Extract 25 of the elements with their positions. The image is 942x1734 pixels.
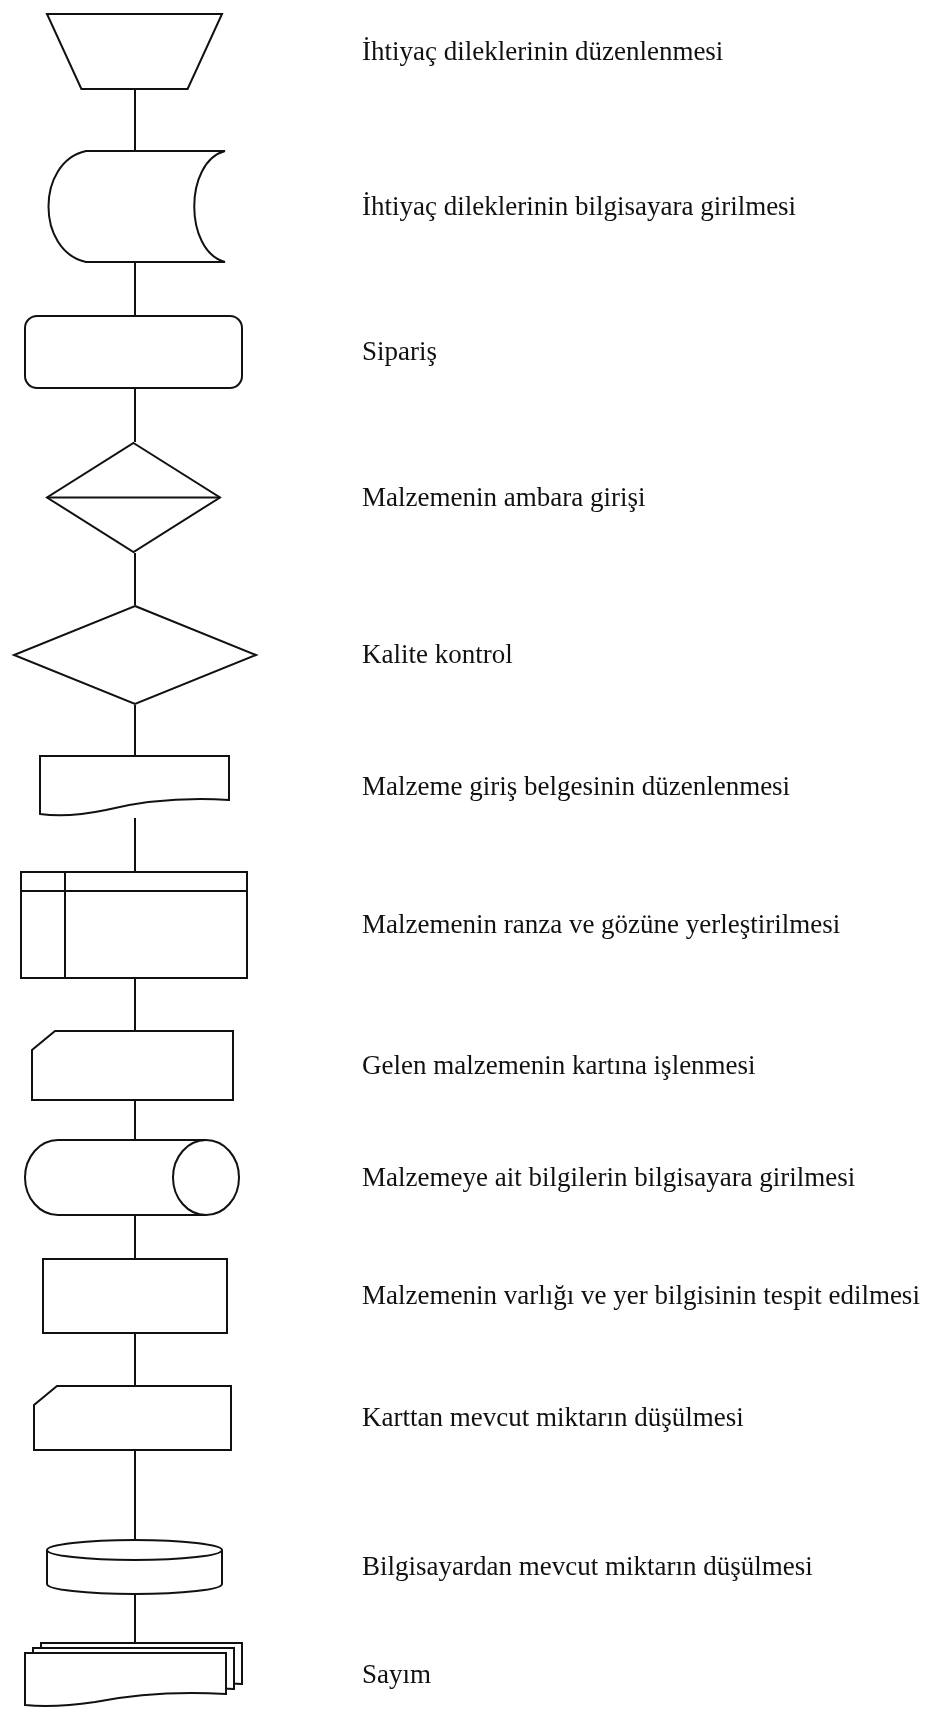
step-description: Karttan mevcut miktarın düşülmesi	[362, 1401, 745, 1435]
step-description: İhtiyaç dileklerinin bilgisayara girilmesi	[362, 189, 798, 223]
step-description: Malzeme giriş belgesinin düzenlenmesi	[362, 769, 792, 803]
connector-line	[134, 552, 136, 606]
step-description: Malzemeye ait bilgilerin bilgisayara girilmesi	[362, 1160, 857, 1194]
connector-line	[134, 89, 136, 151]
connector-line	[134, 1450, 136, 1540]
connector-line	[134, 1594, 136, 1643]
connector-line	[134, 388, 136, 443]
step-description: Bilgisayardan mevcut miktarın düşülmesi	[362, 1550, 814, 1584]
step-description: Gelen malzemenin kartına işlenmesi	[362, 1048, 757, 1082]
step-description: Malzemenin ambara girişi	[362, 480, 647, 514]
step-description: Malzemenin varlığı ve yer bilgisinin tespit edilmesi	[362, 1279, 921, 1313]
connector-line	[134, 1333, 136, 1386]
connector-line	[134, 262, 136, 316]
step-description: Malzemenin ranza ve gözüne yerleştirilmesi	[362, 908, 842, 942]
connector-line	[134, 1215, 136, 1259]
connector-line	[134, 817, 136, 872]
connector-line	[134, 978, 136, 1031]
connector-line	[134, 1100, 136, 1140]
step-description: Sipariş	[362, 335, 438, 369]
connector-line	[134, 704, 136, 756]
step-description: Sayım	[362, 1658, 432, 1692]
step-description: Kalite kontrol	[362, 638, 514, 672]
step-description: İhtiyaç dileklerinin düzenlenmesi	[362, 34, 725, 68]
